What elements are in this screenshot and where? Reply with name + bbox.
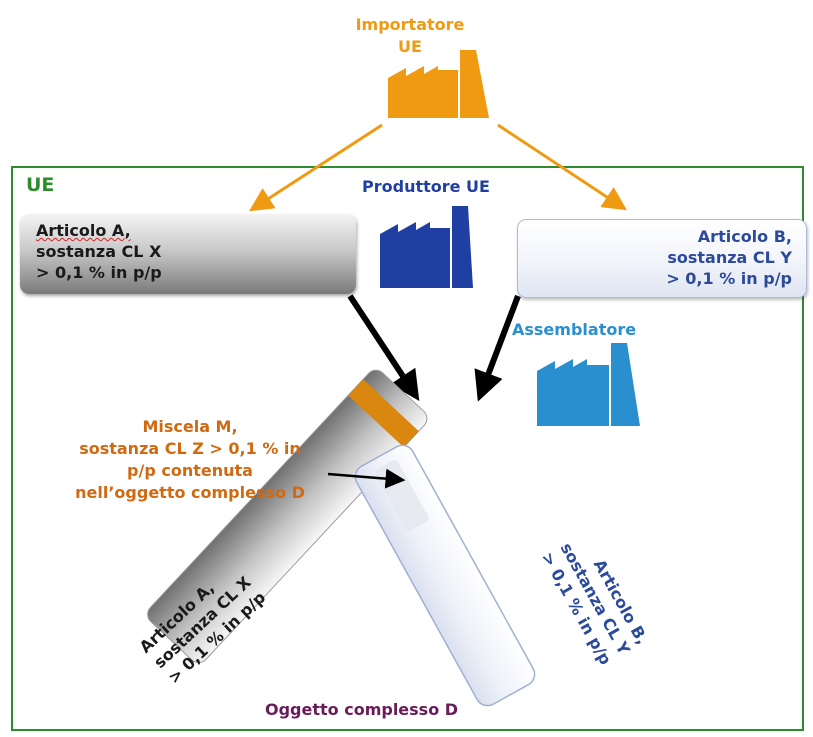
- complex-object-label: Oggetto complesso D: [265, 700, 459, 719]
- producer-label: Produttore UE: [362, 177, 490, 196]
- mixture-pointer-arrow: [327, 468, 406, 489]
- article-a-box: Articolo A, sostanza CL X > 0,1 % in p/p: [20, 214, 356, 294]
- article-a-text: Articolo A, sostanza CL X > 0,1 % in p/p: [36, 220, 162, 283]
- importer-label-line1: Importatore: [355, 15, 465, 34]
- producer-factory-icon: [380, 206, 473, 288]
- article-b-box: Articolo B, sostanza CL Y > 0,1 % in p/p: [517, 219, 807, 298]
- article-b-to-object-arrow: [474, 294, 521, 402]
- article-a-line1: Articolo A,: [36, 221, 131, 240]
- article-b-line1: Articolo B,: [697, 227, 792, 246]
- article-b-text: Articolo B, sostanza CL Y > 0,1 % in p/p: [666, 226, 792, 289]
- importer-arrow-left: [248, 123, 383, 212]
- mixture-line4: nell’oggetto complesso D: [75, 483, 305, 502]
- mixture-line2: sostanza CL Z > 0,1 % in: [79, 439, 301, 458]
- article-b-line3: > 0,1 % in p/p: [666, 269, 792, 288]
- importer-arrow-right: [497, 123, 628, 211]
- importer-label-line2: UE: [398, 37, 422, 56]
- object-article-b-piece: [354, 444, 536, 707]
- assembler-label: Assemblatore: [512, 320, 637, 339]
- eu-boundary: [11, 166, 804, 731]
- article-a-to-object-arrow: [347, 294, 420, 402]
- article-b-line2: sostanza CL Y: [667, 248, 792, 267]
- importer-factory-icon: [388, 50, 489, 118]
- mixture-line1: Miscela M,: [142, 417, 238, 436]
- eu-label: UE: [26, 174, 55, 196]
- assembler-factory-icon: [537, 343, 640, 426]
- object-article-a-piece: [147, 369, 428, 664]
- importer-label: Importatore UE: [345, 14, 475, 58]
- mixture-label: Miscela M, sostanza CL Z > 0,1 % in p/p …: [20, 416, 360, 504]
- article-a-line3: > 0,1 % in p/p: [36, 263, 162, 282]
- article-a-line2: sostanza CL X: [36, 242, 162, 261]
- mixture-line3: p/p contenuta: [127, 461, 253, 480]
